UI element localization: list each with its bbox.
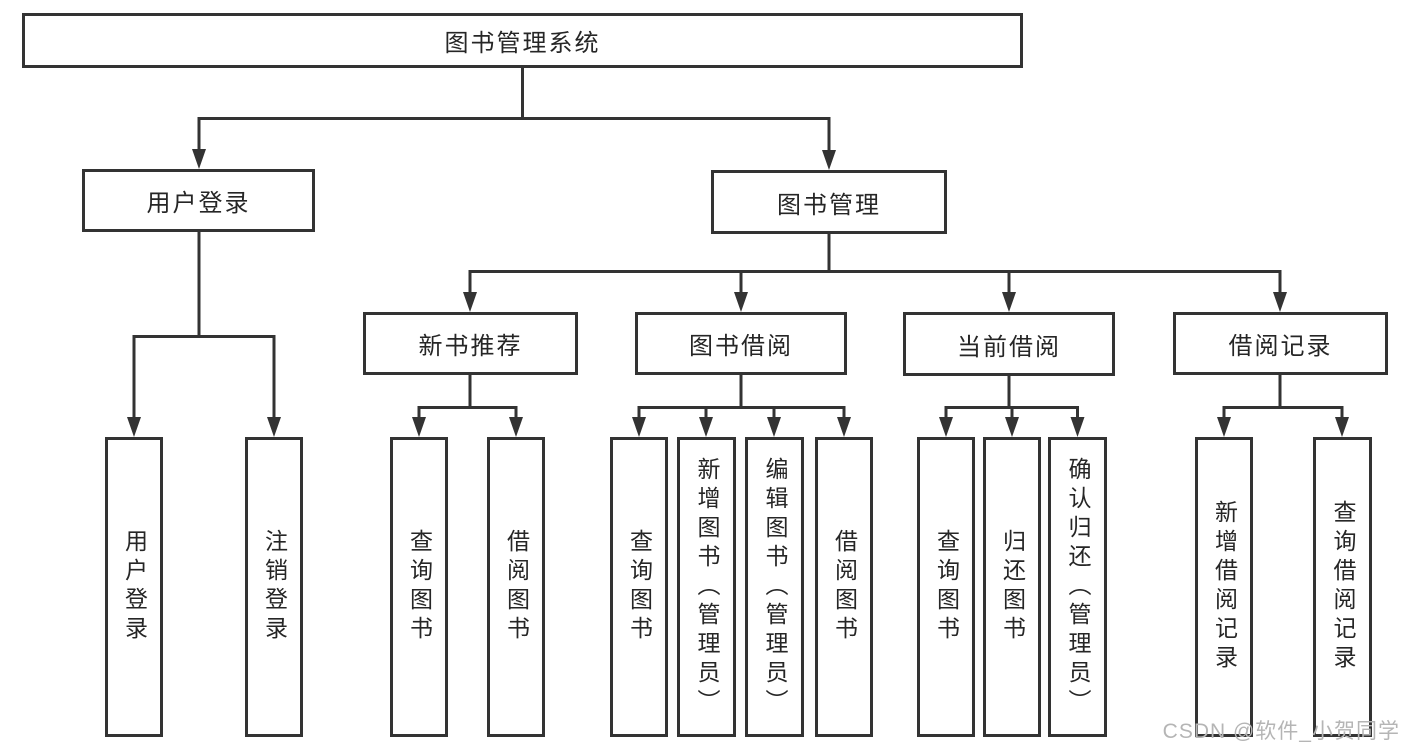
node-current-borrow: 当前借阅 (903, 312, 1115, 376)
leaf-user-login-label: 用户登录 (121, 529, 148, 645)
leaf-confirm-return-admin: 确认归还（管理员） (1048, 437, 1107, 737)
arrowheads (127, 149, 1349, 437)
leaf-return-books-label: 归还图书 (999, 529, 1026, 645)
csdn-watermark: CSDN @软件_小贺同学 (1162, 720, 1400, 743)
leaf-query-books-2-label: 查询图书 (626, 529, 653, 645)
node-book-borrow: 图书借阅 (635, 312, 847, 375)
leaf-add-borrow-record-label: 新增借阅记录 (1211, 500, 1238, 674)
node-root: 图书管理系统 (22, 13, 1023, 68)
node-current-borrow-label: 当前借阅 (957, 333, 1061, 361)
leaf-query-books-1: 查询图书 (390, 437, 448, 737)
leaf-borrow-books-2-label: 借阅图书 (831, 529, 858, 645)
node-new-book-recommend-label: 新书推荐 (418, 333, 523, 360)
leaf-edit-book-admin: 编辑图书（管理员） (745, 437, 804, 737)
leaf-query-books-3-label: 查询图书 (933, 529, 960, 645)
node-root-label: 图书管理系统 (444, 30, 601, 57)
leaf-query-borrow-record: 查询借阅记录 (1313, 437, 1372, 737)
leaf-borrow-books-1-label: 借阅图书 (503, 529, 530, 645)
leaf-query-books-3: 查询图书 (917, 437, 975, 737)
leaf-logout: 注销登录 (245, 437, 303, 737)
node-book-management-label: 图书管理 (777, 191, 881, 219)
node-borrow-records: 借阅记录 (1173, 312, 1388, 375)
leaf-logout-label: 注销登录 (261, 529, 288, 645)
leaf-add-borrow-record: 新增借阅记录 (1195, 437, 1253, 737)
node-new-book-recommend: 新书推荐 (363, 312, 578, 375)
leaf-borrow-books-2: 借阅图书 (815, 437, 873, 737)
leaf-edit-book-admin-label: 编辑图书（管理员） (762, 456, 788, 718)
leaf-query-books-2: 查询图书 (610, 437, 668, 737)
leaf-user-login: 用户登录 (105, 437, 163, 737)
connector-shafts (132, 68, 1344, 419)
leaf-add-book-admin: 新增图书（管理员） (677, 437, 736, 737)
node-user-login-label: 用户登录 (146, 190, 251, 217)
node-user-login: 用户登录 (82, 169, 315, 232)
leaf-add-book-admin-label: 新增图书（管理员） (694, 456, 720, 718)
leaf-confirm-return-admin-label: 确认归还（管理员） (1065, 456, 1091, 718)
node-book-management: 图书管理 (711, 170, 947, 234)
leaf-borrow-books-1: 借阅图书 (487, 437, 545, 737)
node-borrow-records-label: 借阅记录 (1228, 333, 1333, 360)
leaf-query-books-1-label: 查询图书 (406, 529, 433, 645)
leaf-return-books: 归还图书 (983, 437, 1041, 737)
node-book-borrow-label: 图书借阅 (689, 333, 793, 360)
leaf-query-borrow-record-label: 查询借阅记录 (1330, 500, 1356, 674)
